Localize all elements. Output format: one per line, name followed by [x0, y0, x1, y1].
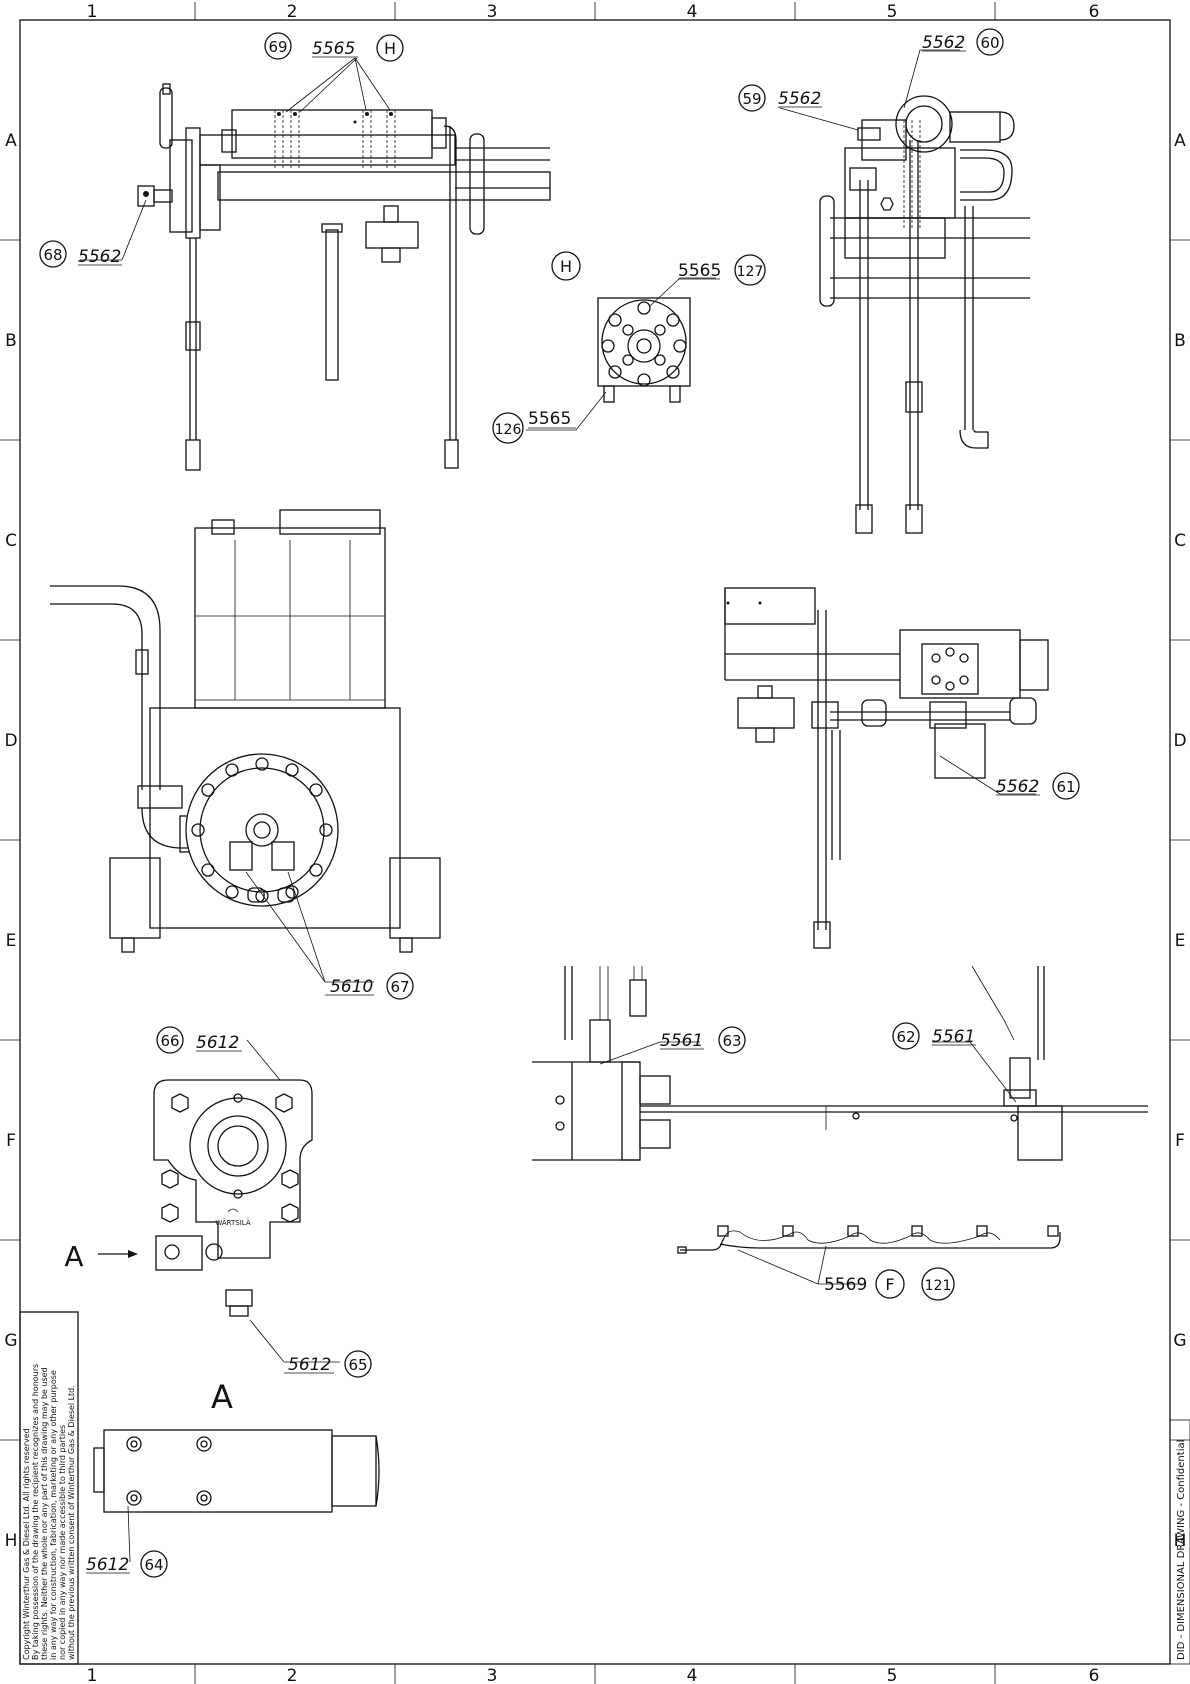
callout-number: 65: [348, 1356, 367, 1374]
callout-code: 5565: [678, 261, 721, 281]
callout-code: 5610: [330, 977, 373, 997]
callout-67: 5610 67: [325, 972, 414, 1000]
callout-65: 5612 65: [284, 1350, 372, 1378]
callout-126: 126 5565: [492, 409, 576, 444]
column-label: 1: [87, 2, 98, 22]
callout-number: 67: [390, 978, 409, 996]
callout-66: 66 5612: [156, 1026, 242, 1054]
callout-code: 5565: [528, 409, 571, 429]
callout-number: 127: [737, 264, 764, 280]
callout-h-view: H: [551, 251, 581, 281]
row-label: B: [1174, 331, 1186, 351]
column-label: 4: [687, 1666, 698, 1684]
view-arrow-label: A: [64, 1240, 83, 1273]
callout-number: 126: [495, 422, 522, 438]
copyright-line: without the previous written consent of …: [67, 1385, 76, 1660]
row-label: G: [1173, 1331, 1186, 1351]
section-label: A: [211, 1378, 233, 1416]
column-label: 2: [287, 2, 298, 22]
callout-69: 69 5565 H: [264, 32, 404, 62]
callout-view: H: [384, 39, 396, 58]
callout-view: H: [560, 257, 572, 276]
callout-number: 61: [1056, 778, 1075, 796]
view-side-top-left: [137, 83, 551, 471]
row-label: F: [6, 1131, 16, 1151]
view-bracket-detail: [532, 965, 1148, 1161]
classification-label: DID - DIMENSIONAL DRAWING - Confidential: [1176, 1440, 1187, 1660]
view-section-a: A: [93, 1378, 380, 1513]
callout-view: F: [885, 1275, 894, 1294]
callout-code: 5562: [78, 247, 121, 267]
row-label: G: [4, 1331, 17, 1351]
view-pump-bottom: WÄRTSILÄ A: [64, 1079, 313, 1317]
column-label: 5: [887, 1666, 898, 1684]
callout-61: 5562 61: [996, 772, 1080, 800]
row-label: E: [6, 931, 17, 951]
callout-code: 5561: [932, 1027, 975, 1047]
copyright-line: in any way for construction, fabrication…: [49, 1370, 58, 1660]
column-label: 5: [887, 2, 898, 22]
callout-number: 59: [742, 90, 761, 108]
callout-121: 5569 F 121: [824, 1267, 955, 1301]
column-label: 4: [687, 2, 698, 22]
row-label: H: [1174, 1531, 1187, 1551]
column-label: 3: [487, 2, 498, 22]
callout-code: 5569: [824, 1275, 867, 1295]
leader-lines: [80, 49, 1036, 1563]
callout-59: 59 5562: [738, 84, 822, 112]
callout-code: 5612: [196, 1033, 239, 1053]
column-label: 6: [1089, 1666, 1100, 1684]
callout-number: 63: [722, 1032, 741, 1050]
callout-number: 68: [43, 246, 62, 264]
callout-68: 68 5562: [39, 240, 122, 268]
row-label: H: [5, 1531, 18, 1551]
callout-64: 5612 64: [86, 1550, 168, 1578]
brand-logo-text: WÄRTSILÄ: [215, 1218, 251, 1227]
callout-code: 5562: [778, 89, 821, 109]
row-label: E: [1175, 931, 1186, 951]
view-cable-harness: [677, 1225, 1061, 1254]
column-label: 2: [287, 1666, 298, 1684]
callout-code: 5562: [996, 777, 1039, 797]
callout-number: 60: [980, 34, 999, 52]
row-label: D: [4, 731, 17, 751]
view-side-top-right: [819, 95, 1030, 534]
callout-code: 5612: [288, 1355, 331, 1375]
column-label: 3: [487, 1666, 498, 1684]
row-label: F: [1175, 1131, 1185, 1151]
callout-62: 62 5561: [892, 1022, 976, 1050]
callout-number: 66: [160, 1032, 179, 1050]
callout-code: 5562: [922, 33, 965, 53]
copyright-line: these rights. Neither the whole nor any …: [40, 1367, 49, 1660]
callout-number: 69: [268, 38, 287, 56]
row-label: D: [1173, 731, 1186, 751]
copyright-line: By taking possession of the drawing the …: [31, 1364, 40, 1660]
callout-code: 5612: [86, 1555, 129, 1575]
copyright-line: nor copied in any way nor made accessibl…: [58, 1425, 67, 1660]
view-h-top-face: [597, 297, 691, 403]
callout-code: 5565: [312, 39, 355, 59]
callout-127: 5565 127: [678, 254, 766, 286]
copyright-block: Copyright Winterthur Gas & Diesel Ltd. A…: [19, 1311, 1190, 1665]
callout-number: 64: [144, 1556, 163, 1574]
callout-number: 62: [896, 1028, 915, 1046]
row-label: C: [5, 531, 17, 551]
view-pump-front: [50, 509, 441, 953]
callout-63: 5561 63: [660, 1026, 746, 1054]
copyright-line: Copyright Winterthur Gas & Diesel Ltd. A…: [22, 1428, 31, 1660]
row-label: B: [5, 331, 17, 351]
callout-60: 5562 60: [922, 28, 1004, 56]
callout-code: 5561: [660, 1031, 703, 1051]
row-label: A: [5, 131, 17, 151]
row-label: C: [1174, 531, 1186, 551]
view-side-mid-right: [724, 587, 1049, 949]
column-label: 1: [87, 1666, 98, 1684]
row-label: A: [1174, 131, 1186, 151]
callout-number: 121: [925, 1278, 952, 1294]
column-label: 6: [1089, 2, 1100, 22]
